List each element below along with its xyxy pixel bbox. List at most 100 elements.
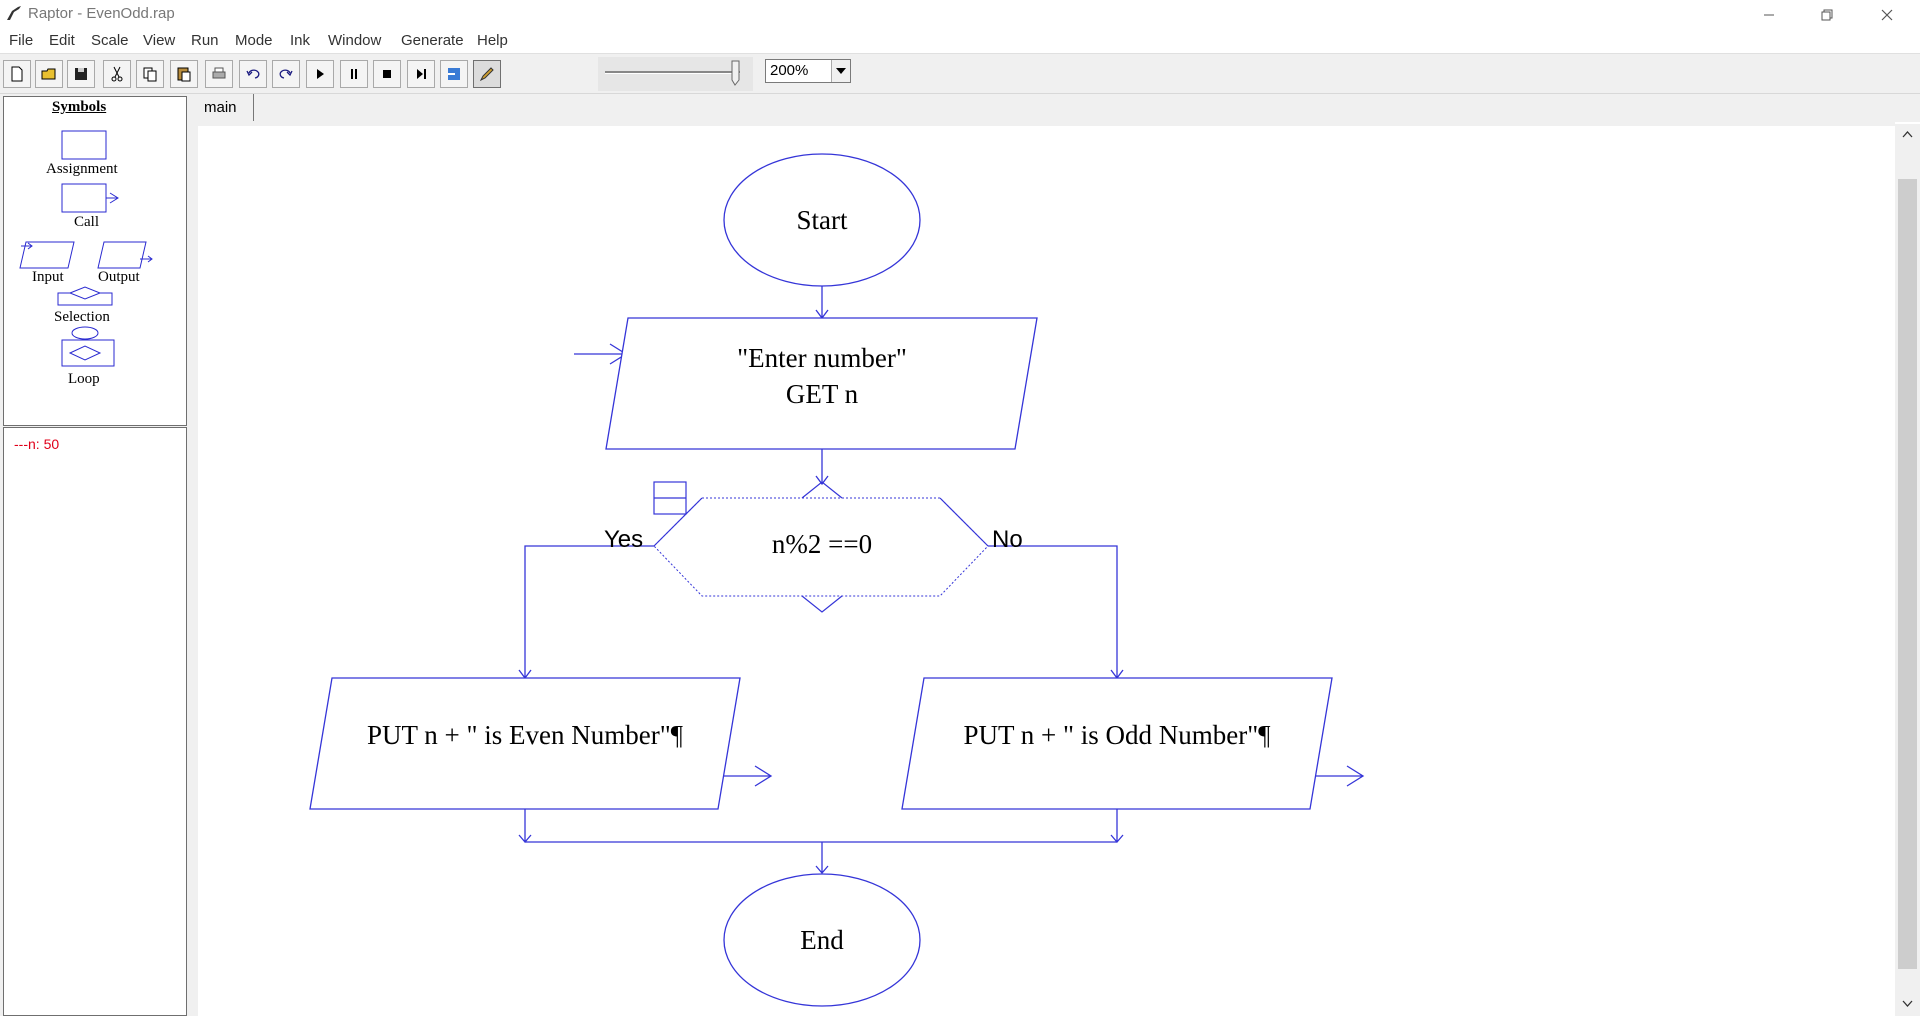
symbols-panel: Symbols (3, 96, 187, 426)
selection-label: Selection (54, 309, 110, 325)
left-panel: Symbols (0, 94, 192, 1016)
print-button[interactable] (205, 60, 233, 88)
copy-icon (143, 67, 157, 82)
open-icon (41, 68, 56, 80)
scroll-down-icon[interactable] (1902, 1000, 1913, 1008)
redo-button[interactable] (272, 60, 300, 88)
menu-window[interactable]: Window (328, 32, 382, 49)
menu-view[interactable]: View (143, 32, 176, 49)
zoom-dropdown-button[interactable] (831, 60, 850, 82)
new-icon (11, 66, 23, 82)
input-label: Input (32, 269, 64, 285)
output-odd-node[interactable] (901, 677, 1333, 810)
zoom-slider-thumb[interactable] (731, 60, 740, 86)
step-button[interactable] (407, 60, 435, 88)
close-icon (1881, 9, 1893, 20)
tab-main[interactable]: main (196, 94, 254, 121)
menu-help[interactable]: Help (477, 32, 508, 49)
input-statement-text: GET n (786, 379, 859, 409)
input-indicator-arrow (574, 343, 628, 365)
start-node[interactable] (723, 153, 921, 287)
pause-button[interactable] (340, 60, 368, 88)
menu-bar: File Edit Scale View Run Mode Ink Window… (0, 29, 1920, 54)
menu-scale[interactable]: Scale (91, 32, 129, 49)
menu-edit[interactable]: Edit (49, 32, 75, 49)
canvas-frame: Start "Enter number" GET n n%2 ==0 Yes N… (192, 122, 1895, 1016)
minimize-icon (1764, 14, 1774, 15)
paste-icon (177, 67, 191, 82)
restore-button[interactable] (1804, 0, 1850, 29)
minimize-button[interactable] (1746, 0, 1792, 29)
end-label: End (800, 925, 844, 955)
copy-button[interactable] (136, 60, 164, 88)
output-odd-text: PUT n + " is Odd Number"¶ (963, 720, 1270, 750)
menu-run[interactable]: Run (191, 32, 219, 49)
save-button[interactable] (67, 60, 95, 88)
menu-mode[interactable]: Mode (235, 32, 273, 49)
undo-icon (246, 69, 260, 79)
no-label: No (992, 526, 1023, 553)
assignment-symbol[interactable] (61, 130, 107, 160)
output-even-text: PUT n + " is Even Number"¶ (367, 720, 683, 750)
tab-strip: main (192, 94, 1920, 122)
condition-text: n%2 ==0 (772, 529, 872, 559)
save-icon (75, 68, 87, 80)
flowchart-canvas[interactable]: Start "Enter number" GET n n%2 ==0 Yes N… (198, 126, 1895, 1016)
symbols-graphics (19, 130, 153, 367)
stop-icon (383, 70, 391, 78)
variables-panel: ---n: 50 (3, 427, 187, 1016)
yes-label: Yes (604, 526, 643, 553)
decision-node[interactable] (653, 481, 989, 613)
tree-connector: --- (14, 436, 28, 452)
cut-icon (111, 66, 123, 82)
play-icon (317, 69, 324, 79)
zoom-select[interactable]: 200% (765, 59, 851, 83)
connector-no-branch (988, 545, 1124, 680)
zoom-slider[interactable] (598, 57, 753, 91)
step-into-icon (448, 68, 460, 80)
input-node[interactable] (605, 317, 1038, 450)
close-button[interactable] (1864, 0, 1910, 29)
step-into-button[interactable] (440, 60, 468, 88)
scrollbar-thumb[interactable] (1898, 179, 1917, 969)
zoom-slider-track (605, 71, 740, 74)
output-label: Output (98, 269, 140, 285)
cut-button[interactable] (103, 60, 131, 88)
redo-icon (279, 69, 293, 79)
connector-yes-branch (518, 545, 654, 680)
vertical-scrollbar[interactable] (1895, 124, 1920, 1016)
ink-pen-icon (479, 67, 494, 82)
raptor-app-icon (7, 6, 21, 20)
menu-file[interactable]: File (9, 32, 34, 49)
open-button[interactable] (35, 60, 63, 88)
new-button[interactable] (3, 60, 31, 88)
connector-input-decision (815, 449, 829, 486)
ink-pen-button[interactable] (473, 60, 501, 88)
menu-ink[interactable]: Ink (290, 32, 311, 49)
flowchart: Start "Enter number" GET n n%2 ==0 Yes N… (309, 153, 1365, 1007)
symbols-title: Symbols (52, 99, 107, 115)
pause-icon (351, 69, 357, 79)
input-prompt-text: "Enter number" (737, 343, 907, 373)
undo-button[interactable] (239, 60, 267, 88)
assignment-label: Assignment (46, 161, 118, 177)
selection-symbol[interactable] (57, 286, 113, 306)
scroll-up-icon[interactable] (1902, 130, 1913, 138)
end-node[interactable] (723, 873, 921, 1007)
variable-value: n: 50 (28, 436, 60, 452)
output-even-node[interactable] (309, 677, 741, 810)
call-symbol[interactable] (61, 183, 119, 213)
loop-symbol[interactable] (61, 326, 115, 367)
run-button[interactable] (306, 60, 334, 88)
call-label: Call (74, 214, 99, 230)
menu-generate[interactable]: Generate (401, 32, 464, 49)
odd-output-arrow (1315, 765, 1365, 787)
output-symbol[interactable] (97, 241, 153, 269)
stop-button[interactable] (373, 60, 401, 88)
zoom-value: 200% (770, 62, 809, 79)
input-symbol[interactable] (19, 241, 75, 269)
start-label: Start (797, 205, 848, 235)
chevron-down-icon (836, 68, 846, 74)
print-icon (212, 67, 226, 79)
paste-button[interactable] (170, 60, 198, 88)
